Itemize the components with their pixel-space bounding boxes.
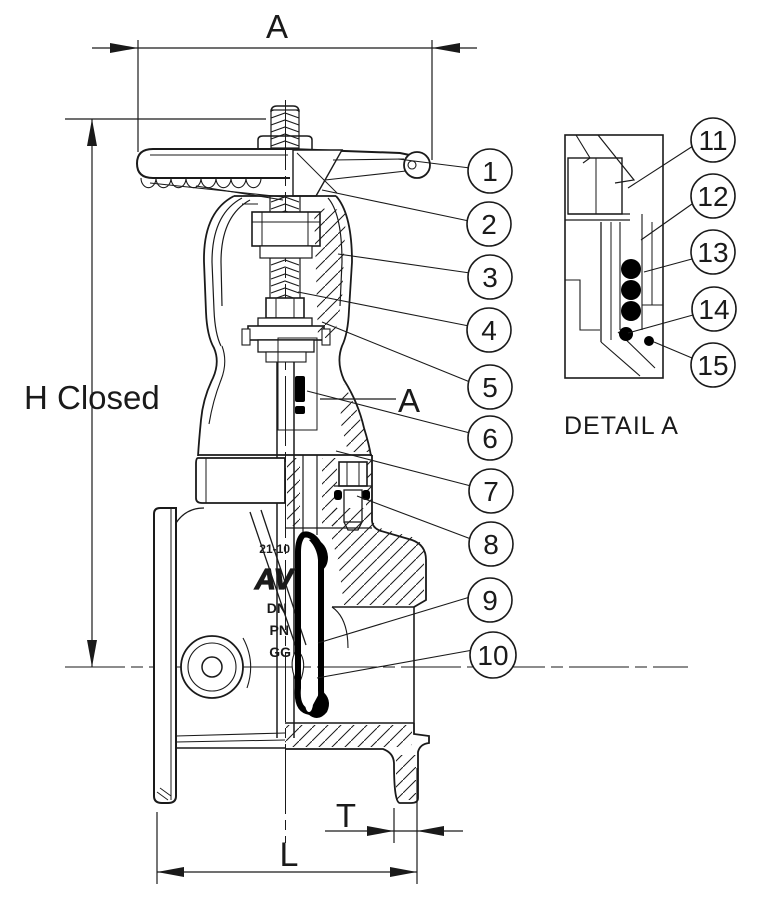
svg-text:2: 2 (481, 209, 497, 240)
bolt-oring-right (362, 490, 370, 500)
svg-text:14: 14 (698, 294, 729, 325)
detail-callout-leaders (627, 145, 694, 359)
callout-7: 7 (468, 468, 514, 514)
dim-a-label: A (266, 8, 288, 45)
callout-2: 2 (466, 201, 512, 247)
stem-orings (619, 259, 654, 346)
callout-13: 13 (690, 229, 736, 275)
bolt-oring-left (334, 490, 342, 500)
body-section-right (285, 508, 430, 804)
callout-6: 6 (467, 415, 513, 461)
callout-5: 5 (467, 364, 513, 410)
svg-text:1: 1 (482, 156, 498, 187)
marking-dn: DN (267, 600, 287, 616)
marking-figure-number: 21-10 (259, 542, 290, 556)
body-hatching-lower (285, 725, 412, 747)
svg-text:8: 8 (483, 529, 499, 560)
dim-t-label: T (336, 797, 356, 834)
manufacturer-logo: AV (254, 564, 296, 596)
dimension-t: T (325, 797, 463, 843)
bonnet-hatching (314, 208, 346, 338)
svg-text:13: 13 (697, 237, 728, 268)
body-cast-markings: 21-10 AV DN PN GG (253, 542, 296, 660)
svg-text:12: 12 (697, 181, 728, 212)
svg-text:10: 10 (477, 640, 508, 671)
callout-11: 11 (690, 117, 736, 163)
svg-text:7: 7 (483, 476, 499, 507)
svg-text:6: 6 (482, 423, 498, 454)
marking-gg: GG (269, 644, 291, 660)
stem-seal-black (295, 376, 305, 402)
callout-14: 14 (691, 286, 737, 332)
dim-l-label: L (280, 836, 299, 874)
svg-text:9: 9 (482, 585, 498, 616)
svg-text:5: 5 (482, 372, 498, 403)
svg-text:3: 3 (482, 262, 498, 293)
callout-10: 10 (469, 631, 517, 679)
detail-callouts: 11 12 13 14 15 (690, 117, 737, 388)
marking-pn: PN (270, 622, 289, 638)
wedge-gate (294, 531, 329, 719)
body-hatching-upper (332, 508, 424, 605)
svg-text:11: 11 (698, 125, 727, 156)
body-left-flange (153, 507, 307, 804)
svg-text:15: 15 (697, 350, 728, 381)
dimension-a: A (92, 8, 477, 160)
callout-8: 8 (468, 521, 514, 567)
dim-h-label: H Closed (24, 379, 160, 416)
dimension-h-closed: H Closed (24, 118, 266, 667)
detail-pointer-label: A (398, 382, 420, 419)
callout-3: 3 (467, 254, 513, 300)
callout-15: 15 (690, 342, 736, 388)
detail-a-boundary-box (277, 337, 318, 431)
svg-text:4: 4 (481, 315, 497, 346)
dimension-l: L (156, 768, 418, 884)
detail-a-pointer: A (320, 382, 420, 419)
callout-12: 12 (690, 173, 736, 219)
detail-a-view (564, 134, 664, 379)
callout-4: 4 (466, 307, 512, 353)
callout-1: 1 (467, 148, 513, 194)
main-callout-leaders (297, 158, 474, 679)
detail-a-caption: DETAIL A (564, 412, 679, 440)
callout-9: 9 (467, 577, 513, 623)
wedge-rubber-outline (294, 531, 325, 716)
main-callouts: 1 2 3 4 5 6 7 8 9 10 (466, 148, 517, 679)
